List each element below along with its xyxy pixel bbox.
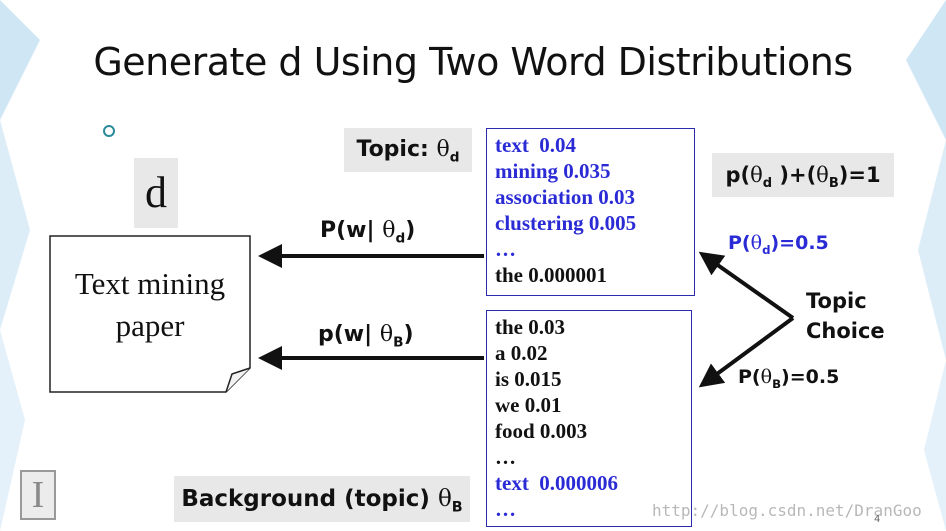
background-word-entry: is 0.015 (495, 367, 562, 391)
background-word-entry: a 0.02 (495, 341, 548, 365)
arrow-choice-to-theta-d (698, 251, 795, 320)
topic-word-entry: association 0.03 (495, 185, 636, 209)
slide-title: Generate d Using Two Word Distributions (93, 40, 853, 84)
background-word-entry: food 0.003 (495, 419, 588, 443)
bullet-circle-icon (103, 125, 115, 137)
page-number: 4 (874, 514, 881, 525)
arrow-label-theta-d: P(w| θd) (320, 218, 416, 247)
prob-theta-b: P(θB)=0.5 (738, 366, 840, 391)
university-logo: I (20, 470, 56, 520)
topic-word-entry: … (495, 237, 516, 261)
watermark-url: http://blog.csdn.net/DranGoo (652, 501, 922, 520)
prob-theta-d: P(θd)=0.5 (728, 232, 829, 257)
document-letter: d (134, 158, 178, 228)
document-page (49, 235, 251, 393)
probability-constraint: p(θd )+(θB)=1 (712, 153, 894, 197)
background-word-entry: … (495, 445, 516, 469)
topic-word-entry: mining 0.035 (495, 159, 611, 183)
background-word-entry: the 0.03 (495, 315, 565, 339)
left-decoration (0, 0, 40, 531)
topic-word-entry: text 0.04 (495, 133, 577, 157)
topic-word-entry: clustering 0.005 (495, 211, 637, 235)
topic-word-entry: the 0.000001 (495, 263, 607, 287)
right-decoration (906, 0, 946, 531)
arrow-choice-to-theta-b (698, 316, 795, 388)
background-word-entry: we 0.01 (495, 393, 562, 417)
topic-label: Topic: θd (344, 128, 472, 172)
arrow-label-theta-b: p(w| θB) (318, 322, 414, 351)
background-word-entry: … (495, 497, 516, 521)
background-word-entry: text 0.000006 (495, 471, 619, 495)
background-label: Background (topic) θB (174, 476, 470, 522)
